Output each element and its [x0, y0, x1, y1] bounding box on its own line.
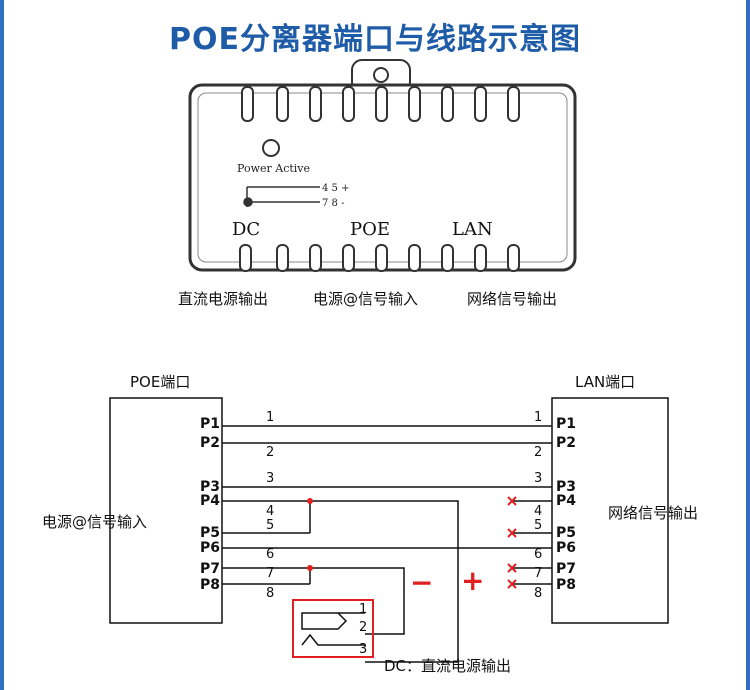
wire-number-4: 4	[266, 504, 275, 519]
dc-caption: DC：直流电源输出	[384, 657, 512, 675]
power-active-label: Power Active	[237, 162, 310, 175]
right-pin-p8: P8	[556, 577, 577, 593]
wire-number-7: 7	[266, 566, 275, 581]
right-pin-p2: P2	[556, 435, 577, 451]
wire-number-3: 3	[266, 471, 275, 486]
plus-sign: +	[461, 564, 485, 597]
left-pin-p4: P4	[200, 493, 221, 509]
jack-number-3: 3	[359, 642, 368, 657]
right-pin-p3: P3	[556, 479, 577, 495]
wire-number-5: 5	[266, 518, 275, 533]
page-title: POE分离器端口与线路示意图	[169, 22, 581, 57]
wire-number-8: 8	[266, 586, 275, 601]
bottom-vent-slots	[239, 244, 520, 272]
poe-port-box	[109, 397, 223, 624]
right-pin-p1: P1	[556, 416, 577, 432]
wire-number-6: 6	[266, 547, 275, 562]
caption-dc: 直流电源输出	[178, 290, 269, 308]
left-pin-p7: P7	[200, 561, 221, 577]
dc-jack-box	[292, 599, 374, 658]
left-pin-p1: P1	[200, 416, 221, 432]
wire-number-1: 1	[266, 410, 275, 425]
right-number-4: 4	[534, 504, 543, 519]
wiring-diagram	[109, 397, 669, 663]
port-label-lan: LAN	[452, 219, 493, 240]
dc-polarity-symbol	[243, 186, 320, 207]
jack-number-1: 1	[359, 602, 368, 617]
poe-splitter-device: Power Active 4 5 + 7 8 - DC POE LAN	[188, 59, 577, 272]
no-connect-marks	[507, 496, 517, 589]
caption-lan: 网络信号输出	[467, 290, 558, 308]
left-pin-p5: P5	[200, 525, 221, 541]
junction-dot-negative	[307, 565, 313, 571]
port-label-poe: POE	[350, 219, 390, 240]
negative-route	[310, 567, 405, 635]
right-number-7: 7	[534, 566, 543, 581]
left-pin-p3: P3	[200, 479, 221, 495]
dc-jack-icon	[301, 612, 365, 646]
right-number-8: 8	[534, 586, 543, 601]
right-number-5: 5	[534, 518, 543, 533]
wire-number-2: 2	[266, 445, 275, 460]
lan-port-title: LAN端口	[575, 373, 636, 391]
caption-poe: 电源@信号输入	[313, 290, 419, 308]
junction-dot-positive	[307, 498, 313, 504]
left-pin-p2: P2	[200, 435, 221, 451]
left-pin-p8: P8	[200, 577, 221, 593]
jack-number-2: 2	[359, 620, 368, 635]
right-number-6: 6	[534, 547, 543, 562]
pin-label-bottom: 7 8 -	[322, 198, 344, 209]
right-number-2: 2	[534, 445, 543, 460]
lan-port-desc: 网络信号输出	[608, 504, 699, 522]
mounting-hole-icon	[373, 67, 389, 83]
minus-sign: −	[410, 566, 434, 599]
right-number-1: 1	[534, 410, 543, 425]
poe-port-title: POE端口	[130, 373, 191, 391]
right-pin-p4: P4	[556, 493, 577, 509]
positive-route	[310, 500, 459, 663]
pin-label-top: 4 5 +	[322, 183, 349, 194]
poe-port-desc: 电源@信号输入	[42, 513, 148, 531]
right-number-3: 3	[534, 471, 543, 486]
lan-port-box	[551, 397, 669, 624]
power-led-icon	[262, 139, 280, 157]
right-pin-p5: P5	[556, 525, 577, 541]
top-vent-slots	[241, 86, 520, 122]
port-label-dc: DC	[232, 219, 260, 240]
right-pin-p7: P7	[556, 561, 577, 577]
left-pin-p6: P6	[200, 540, 221, 556]
right-pin-p6: P6	[556, 540, 577, 556]
